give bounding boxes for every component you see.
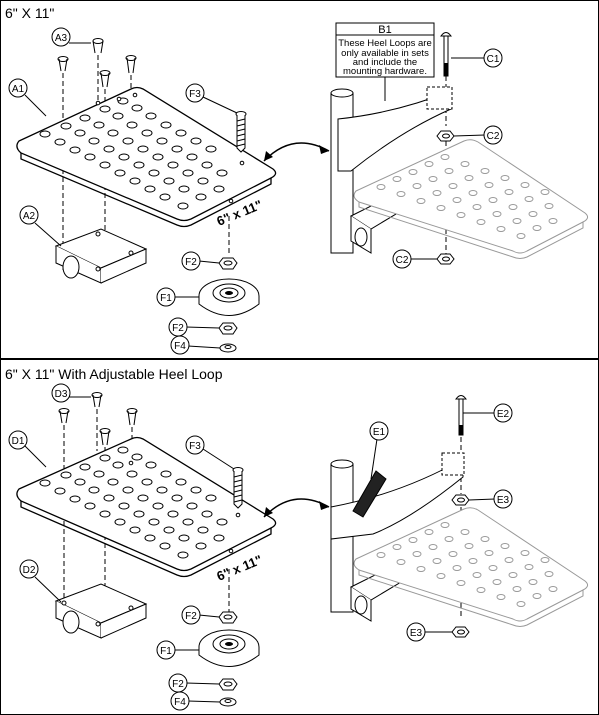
- callout-e3-lower: E3: [406, 622, 452, 642]
- screw-d3-4: [99, 428, 111, 446]
- svg-text:E1: E1: [373, 427, 386, 438]
- svg-text:F2: F2: [172, 679, 184, 690]
- svg-text:C2: C2: [487, 131, 500, 142]
- footplate-a1: 6" x 11": [16, 86, 277, 229]
- note-line-2: only available in sets: [341, 48, 429, 59]
- screw-a3-4: [99, 70, 111, 88]
- callout-f2-top: F2: [181, 605, 220, 625]
- top-panel-drawing: 6" x 11": [8, 22, 589, 355]
- svg-text:E2: E2: [497, 409, 510, 420]
- nut-f2-bottom: [218, 678, 238, 691]
- callout-a3: A3: [51, 27, 91, 47]
- footplate-d1: 6" x 11": [16, 436, 277, 584]
- svg-text:D2: D2: [23, 565, 36, 576]
- callout-c2-upper: C2: [453, 125, 503, 145]
- callout-e2: E2: [463, 403, 513, 423]
- nut-f2-top: [218, 257, 238, 270]
- svg-text:F1: F1: [160, 293, 172, 304]
- nut-e3-upper: [451, 494, 470, 506]
- caster-f1: [198, 278, 260, 316]
- washer-f4: [219, 343, 237, 353]
- panel-divider: [1, 358, 598, 360]
- assembled-view-bottom: [330, 452, 589, 627]
- svg-text:A2: A2: [23, 211, 36, 222]
- callout-c2-lower: C2: [392, 249, 437, 269]
- callout-e1: E1: [369, 421, 389, 480]
- svg-text:F2: F2: [185, 257, 197, 268]
- callout-f1: F1: [156, 287, 199, 307]
- top-panel-title: 6" X 11": [5, 5, 55, 21]
- bolt-c1: [440, 32, 452, 77]
- screw-d3-3: [126, 408, 138, 426]
- svg-text:F2: F2: [185, 611, 197, 622]
- callout-f2-top: F2: [181, 251, 220, 271]
- callout-f4: F4: [170, 335, 221, 355]
- svg-text:F1: F1: [160, 646, 172, 657]
- nut-c2-lower: [436, 253, 455, 265]
- callout-d3: D3: [51, 383, 91, 403]
- note-box-b1: B1 These Heel Loops are only available i…: [335, 22, 435, 101]
- svg-text:A3: A3: [55, 33, 68, 44]
- nut-c2-upper: [436, 130, 455, 142]
- screw-d3-2: [58, 408, 70, 424]
- washer-f4: [219, 697, 237, 707]
- nut-e3-lower: [451, 626, 470, 638]
- callout-a1: A1: [8, 78, 47, 117]
- nut-f2-top: [218, 611, 238, 624]
- callout-f4: F4: [170, 691, 221, 711]
- assembled-view-top: [330, 86, 589, 259]
- screw-a3-2: [57, 56, 69, 72]
- svg-text:C2: C2: [396, 255, 409, 266]
- callout-c1: C1: [451, 48, 503, 68]
- svg-text:F4: F4: [174, 341, 186, 352]
- bottom-panel-title: 6" X 11" With Adjustable Heel Loop: [5, 366, 223, 382]
- svg-text:C1: C1: [487, 54, 500, 65]
- svg-text:A1: A1: [12, 84, 25, 95]
- screw-d3-1: [91, 392, 103, 408]
- note-line-4: mounting hardware.: [343, 66, 427, 77]
- callout-f3: F3: [185, 83, 238, 114]
- callout-d2: D2: [19, 559, 62, 603]
- screw-f3: [235, 111, 247, 153]
- note-title: B1: [378, 24, 391, 36]
- callout-a2: A2: [19, 205, 62, 247]
- bolt-e2: [455, 395, 467, 436]
- clamp-a2: [54, 228, 148, 284]
- screw-f3: [232, 467, 244, 509]
- note-line-1: These Heel Loops are: [338, 38, 431, 49]
- svg-text:F4: F4: [174, 697, 186, 708]
- callout-e3-upper: E3: [468, 489, 513, 509]
- svg-text:E3: E3: [410, 628, 423, 639]
- clamp-d2: [54, 583, 148, 639]
- svg-text:F3: F3: [189, 89, 201, 100]
- size-label-bottom: 6" x 11": [215, 552, 265, 584]
- svg-text:D3: D3: [55, 389, 68, 400]
- screw-a3-1: [92, 38, 104, 54]
- caster-f1: [198, 629, 260, 667]
- callout-f2-bottom: F2: [168, 673, 220, 693]
- callout-f2-bottom: F2: [168, 317, 220, 337]
- svg-text:F3: F3: [189, 441, 201, 452]
- svg-text:F2: F2: [172, 323, 184, 334]
- callout-f3: F3: [185, 435, 235, 470]
- nut-f2-bottom: [218, 322, 238, 335]
- svg-text:E3: E3: [497, 495, 510, 506]
- svg-text:D1: D1: [12, 436, 25, 447]
- callout-f1: F1: [156, 640, 199, 660]
- callout-d1: D1: [8, 430, 47, 468]
- bottom-panel-drawing: 6" x 11": [8, 383, 589, 711]
- screw-a3-3: [125, 55, 137, 74]
- note-line-3: and include the: [353, 57, 417, 68]
